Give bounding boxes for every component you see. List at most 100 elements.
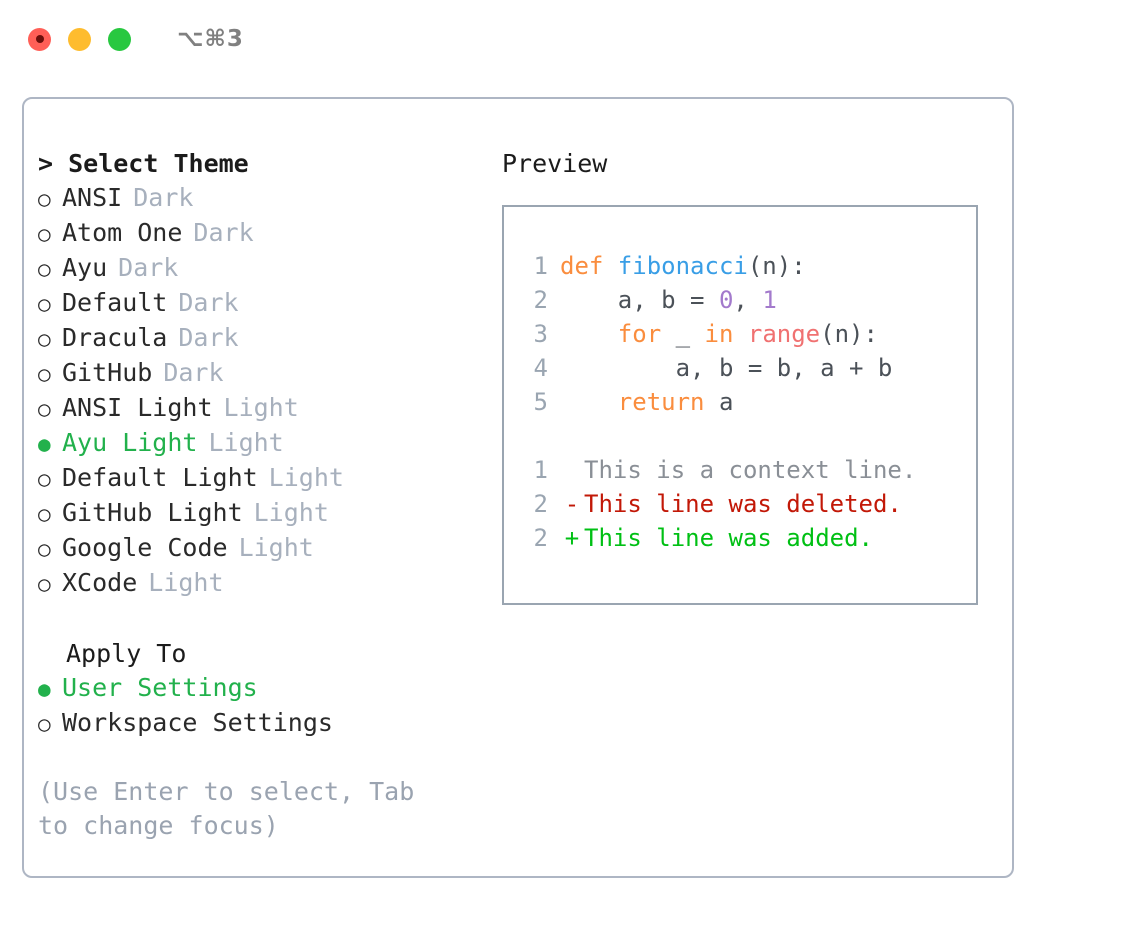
select-theme-heading: > Select Theme <box>38 149 249 178</box>
code-text: a, b = b, a + b <box>560 351 893 385</box>
theme-option-tag: Dark <box>163 358 224 387</box>
code-token-plain: (n): <box>820 320 878 348</box>
diff-text: This is a context line. <box>584 456 917 484</box>
theme-option-github-light[interactable]: ○ GitHub Light Light <box>38 496 468 531</box>
theme-option-label: ANSI Light <box>62 393 213 422</box>
code-token-plain: , <box>733 286 763 314</box>
radio-selected-icon: ● <box>38 677 51 701</box>
theme-option-tag: Dark <box>193 218 254 247</box>
diff-marker: + <box>564 524 580 552</box>
code-token-plain: _ <box>661 320 705 348</box>
diff-marker: - <box>564 490 580 518</box>
code-token-kw: return <box>617 388 705 416</box>
minimize-button[interactable] <box>68 27 91 51</box>
code-line: 5 return a <box>518 385 976 419</box>
keyboard-shortcut-label: ⌥⌘3 <box>177 26 244 52</box>
code-text: a, b = 0, 1 <box>560 283 777 317</box>
theme-option-label: ANSI <box>62 183 123 212</box>
radio-unselected-icon: ○ <box>38 397 51 421</box>
radio-unselected-icon: ○ <box>38 467 51 491</box>
theme-option-label: Google Code <box>62 533 228 562</box>
radio-selected-icon: ● <box>38 432 51 456</box>
apply-to-option-user-settings[interactable]: ●User Settings <box>38 671 468 706</box>
code-token-plain <box>560 388 618 416</box>
code-token-fn: fibonacci <box>617 252 748 280</box>
code-line: 2 a, b = 0, 1 <box>518 283 976 317</box>
apply-to-option-workspace-settings[interactable]: ○Workspace Settings <box>38 706 468 741</box>
theme-option-label: GitHub Light <box>62 498 243 527</box>
radio-unselected-icon: ○ <box>38 187 51 211</box>
theme-option-ansi[interactable]: ○ ANSI Dark <box>38 181 468 216</box>
code-token-plain: a, b = <box>560 286 719 314</box>
code-token-plain: (n): <box>747 252 806 280</box>
diff-text: This line was added. <box>584 524 873 552</box>
radio-unselected-icon: ○ <box>38 537 51 561</box>
code-token-num: 0 <box>718 286 734 314</box>
title-bar: ⌥⌘3 <box>0 0 1140 78</box>
code-text: for _ in range(n): <box>560 317 878 351</box>
code-token-num: 1 <box>762 286 777 314</box>
radio-unselected-icon: ○ <box>38 362 51 386</box>
theme-option-ansi-light[interactable]: ○ ANSI Light Light <box>38 391 468 426</box>
code-text: def fibonacci(n): <box>560 249 806 283</box>
theme-option-tag: Light <box>223 393 299 422</box>
keyboard-hint-text: (Use Enter to select, Tab to change focu… <box>38 777 415 840</box>
code-token-kw: in <box>704 320 734 348</box>
theme-option-label: Dracula <box>62 323 168 352</box>
theme-option-tag: Light <box>148 568 224 597</box>
diff-text: This line was deleted. <box>584 490 902 518</box>
diff-sample: 1 This is a context line.2-This line was… <box>518 453 976 555</box>
code-token-kw: for <box>617 320 662 348</box>
apply-to-list: ●User Settings○Workspace Settings <box>38 671 468 741</box>
close-button[interactable] <box>28 27 51 51</box>
apply-to-option-label: Workspace Settings <box>62 708 333 737</box>
radio-unselected-icon: ○ <box>38 502 51 526</box>
preview-spacer <box>518 419 976 453</box>
theme-option-tag: Light <box>208 428 284 457</box>
code-token-plain: a, b = b, a + b <box>560 354 893 382</box>
theme-option-google-code[interactable]: ○ Google Code Light <box>38 531 468 566</box>
code-line: 1 def fibonacci(n): <box>518 249 976 283</box>
diff-line-context: 1 This is a context line. <box>518 453 976 487</box>
line-number: 5 <box>533 388 548 416</box>
line-number: 2 <box>533 286 548 314</box>
code-line: 3 for _ in range(n): <box>518 317 976 351</box>
line-number: 1 <box>533 456 548 484</box>
diff-line-added: 2 +This line was added. <box>518 521 976 555</box>
line-number: 4 <box>533 354 548 382</box>
theme-option-tag: Dark <box>178 323 239 352</box>
traffic-light-buttons <box>28 27 131 51</box>
theme-option-tag: Dark <box>133 183 194 212</box>
line-number: 2 <box>533 524 548 552</box>
code-token-kw: def <box>560 252 618 280</box>
diff-line-deleted: 2-This line was deleted. <box>518 487 976 521</box>
maximize-button[interactable] <box>108 27 131 51</box>
code-token-plain <box>560 320 618 348</box>
code-line: 4 a, b = b, a + b <box>518 351 976 385</box>
theme-option-label: XCode <box>62 568 138 597</box>
apply-to-heading: Apply To <box>66 639 187 668</box>
theme-option-label: Atom One <box>62 218 183 247</box>
line-number: 3 <box>533 320 548 348</box>
theme-option-tag: Light <box>253 498 329 527</box>
theme-option-tag: Light <box>238 533 314 562</box>
diff-marker <box>560 453 584 487</box>
theme-option-label: Default Light <box>62 463 258 492</box>
preview-heading: Preview <box>502 149 608 178</box>
code-text: return a <box>560 385 734 419</box>
theme-option-tag: Dark <box>118 253 179 282</box>
line-number: 1 <box>533 252 548 280</box>
code-token-builtin: range <box>747 320 821 348</box>
code-token-plain <box>733 320 747 348</box>
